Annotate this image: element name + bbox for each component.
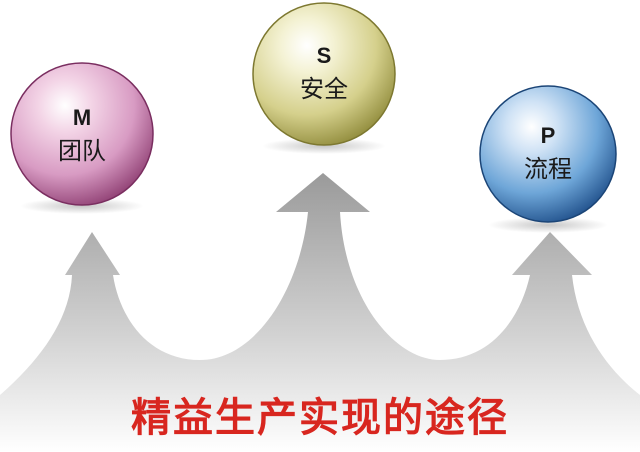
growth-arrow-shape <box>0 173 640 452</box>
sphere-p <box>479 85 617 223</box>
sphere-s <box>252 2 396 146</box>
sphere-shadow-s <box>262 138 386 154</box>
sphere-shadow-p <box>488 217 608 233</box>
sphere-m <box>10 62 154 206</box>
sphere-shadow-m <box>20 198 144 214</box>
diagram-title: 精益生产实现的途径 <box>131 395 509 441</box>
